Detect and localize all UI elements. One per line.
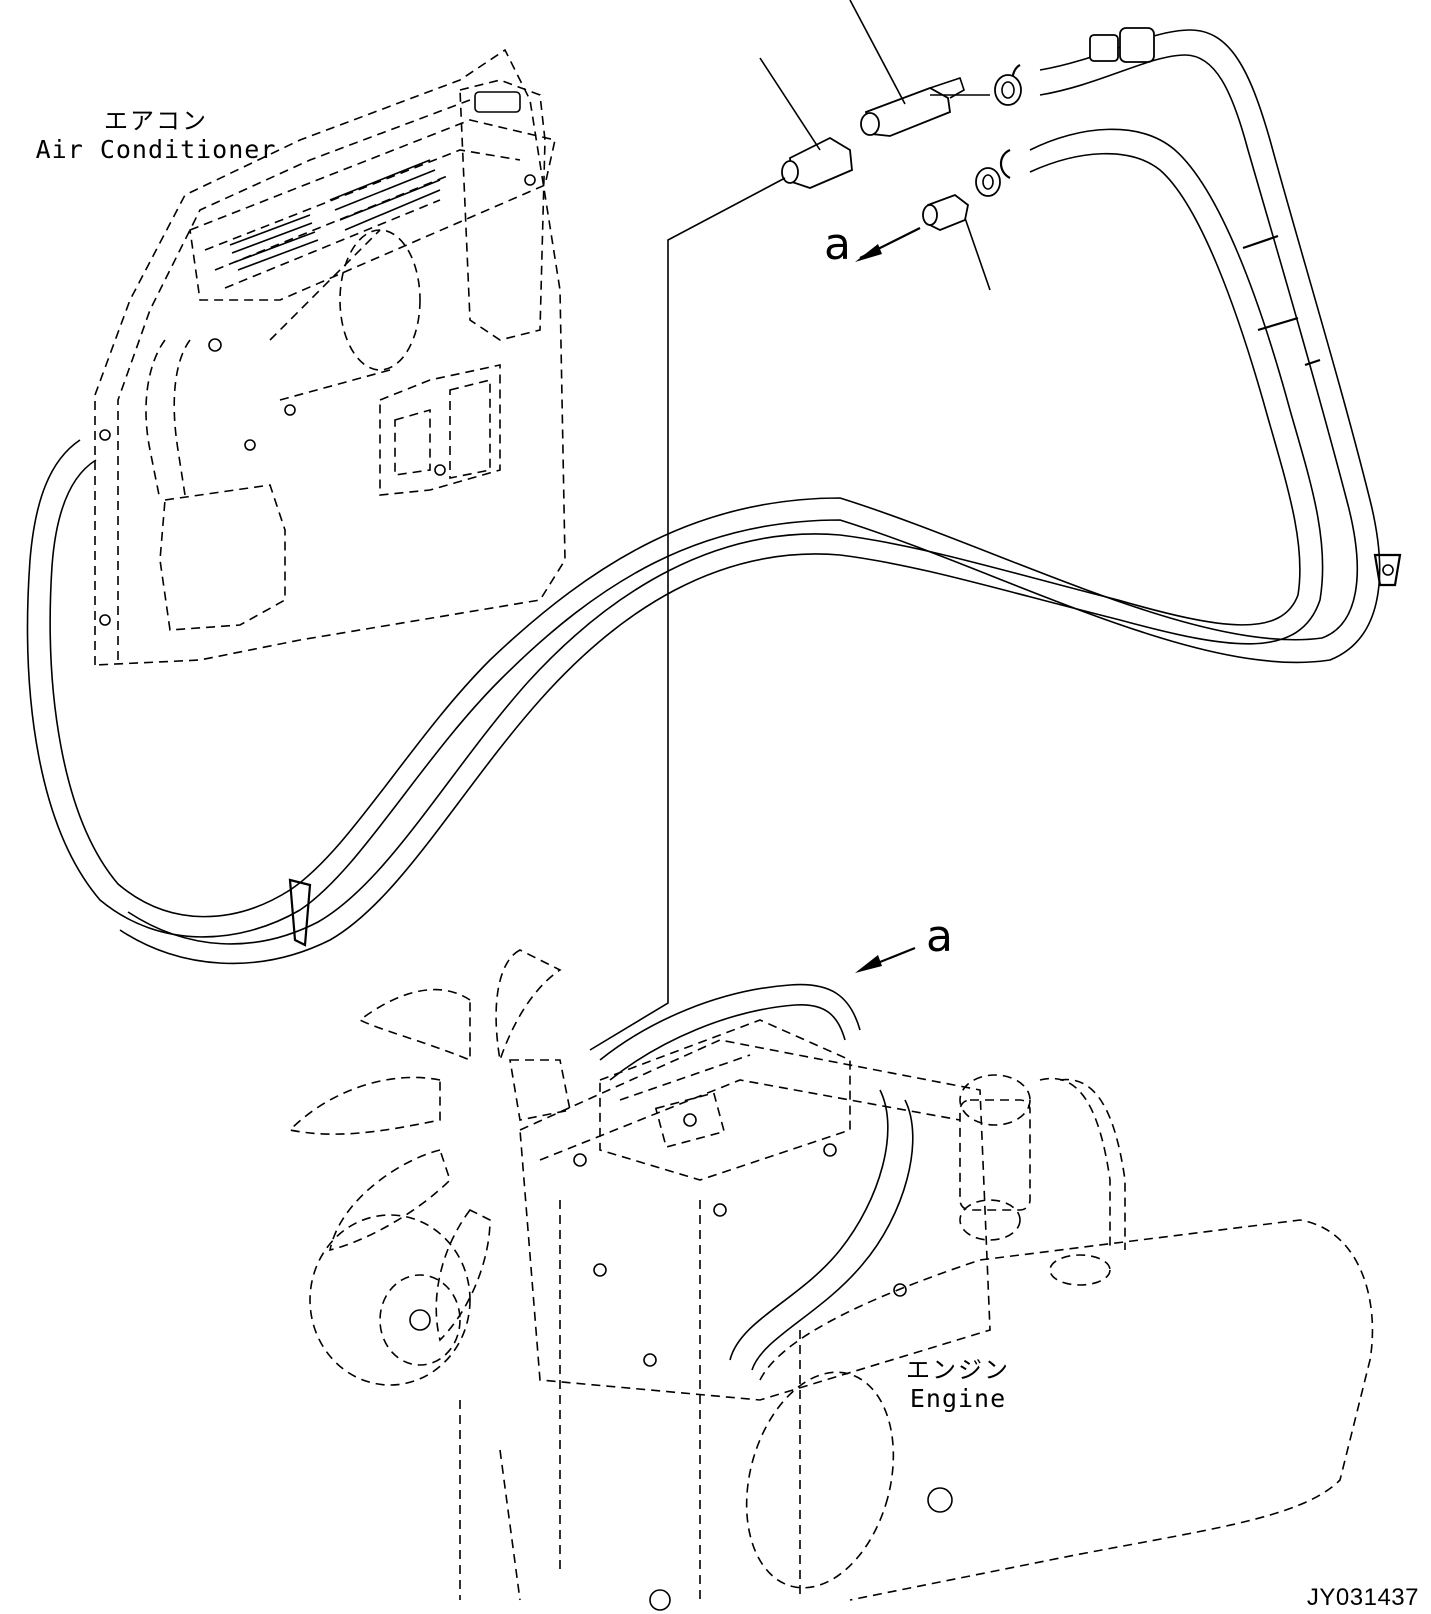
air-conditioner-label-en: Air Conditioner [35, 134, 277, 164]
air-conditioner-label: エアコン Air Conditioner [26, 107, 286, 164]
engine-assembly [288, 946, 1374, 1611]
heater-hoses [26, 27, 1402, 965]
air-conditioner-unit [94, 48, 566, 666]
view-arrow-label-engine: a [926, 911, 953, 962]
drawing-number: JY031437 [1306, 1584, 1419, 1611]
fittings [589, 0, 1022, 1051]
engine-label-jp: エンジン [906, 1356, 1010, 1384]
view-arrow-label-top: a [824, 219, 851, 270]
engine-label: エンジン Engine [903, 1356, 1013, 1413]
air-conditioner-label-jp: エアコン [104, 107, 208, 135]
engine-label-en: Engine [909, 1383, 1007, 1413]
